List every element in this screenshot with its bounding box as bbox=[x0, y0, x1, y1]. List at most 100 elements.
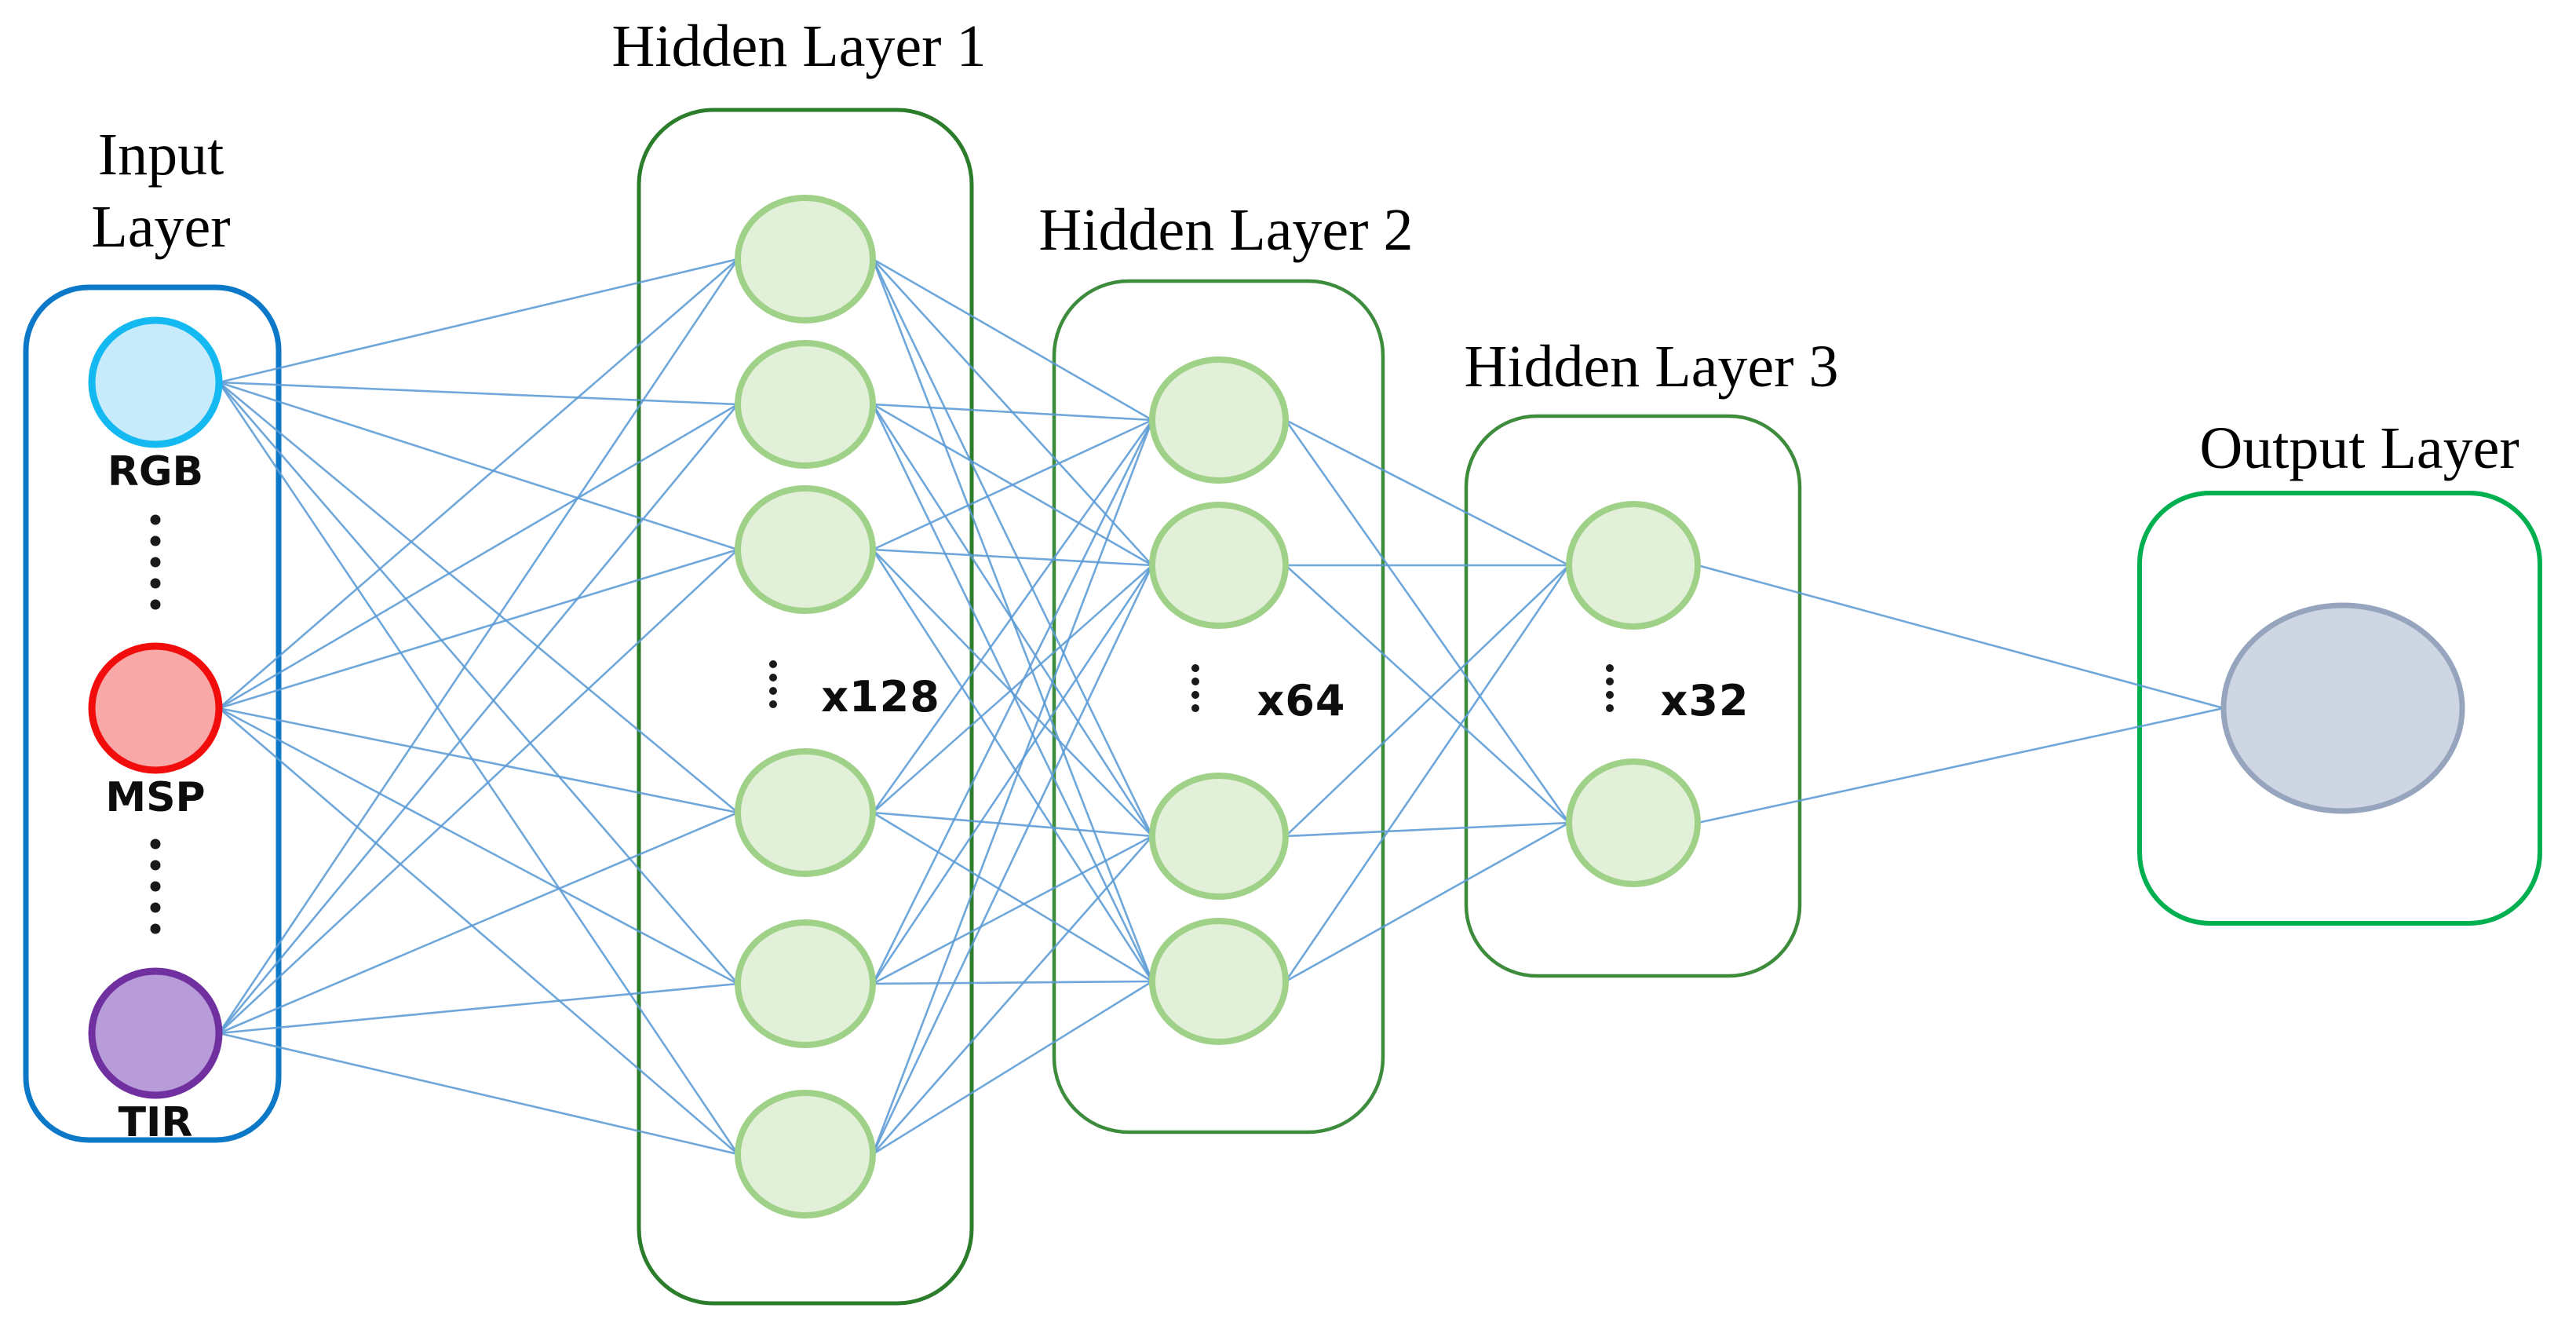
connection-line bbox=[1285, 565, 1570, 837]
layer-title-input-layer: Input bbox=[98, 122, 224, 188]
ellipsis-dot bbox=[150, 902, 161, 913]
connection-line bbox=[872, 980, 1153, 985]
ellipsis-dot bbox=[150, 578, 161, 589]
node-hidden-layer-3-1 bbox=[1566, 501, 1701, 630]
layer-hidden-layer-3: Hidden Layer 3 bbox=[1464, 334, 1839, 978]
connection-line bbox=[218, 382, 739, 985]
node-hidden-layer-1-3 bbox=[735, 485, 876, 614]
connection-line bbox=[218, 548, 739, 710]
connection-line bbox=[871, 549, 1154, 982]
connection-line bbox=[217, 382, 739, 1155]
ellipsis-dot bbox=[150, 860, 161, 871]
node-hidden-layer-1-5 bbox=[735, 919, 876, 1048]
layer-title-hidden-layer-1: Hidden Layer 1 bbox=[612, 13, 987, 79]
connection-line bbox=[872, 258, 1153, 422]
connection-line bbox=[871, 565, 1154, 985]
ellipsis-dot bbox=[769, 687, 777, 695]
ellipsis-dot bbox=[1191, 678, 1199, 685]
connection-line bbox=[872, 548, 1153, 567]
connection-line bbox=[1284, 419, 1571, 824]
connection-line bbox=[1285, 821, 1570, 983]
node-hidden-layer-3-2 bbox=[1566, 758, 1701, 887]
connection-line bbox=[218, 982, 739, 1035]
connection-line bbox=[217, 258, 739, 1034]
layer-box-hidden-layer-3 bbox=[1464, 414, 1802, 978]
connection-line bbox=[872, 549, 1153, 837]
ellipsis-dot bbox=[769, 700, 777, 708]
ellipsis-dot bbox=[1606, 678, 1614, 685]
ellipsis-dot bbox=[150, 599, 161, 610]
connection-line bbox=[871, 419, 1154, 813]
layer-output-layer: Output Layer bbox=[2137, 415, 2542, 926]
layer-hidden-layer-1: Hidden Layer 1 bbox=[612, 13, 987, 1306]
connection-line bbox=[1285, 565, 1570, 824]
node-hidden-layer-1-2 bbox=[735, 340, 876, 469]
node-tir bbox=[88, 967, 223, 1099]
connection-line bbox=[1284, 565, 1571, 982]
node-hidden-layer-1-4 bbox=[735, 748, 876, 877]
connection-line bbox=[872, 565, 1153, 813]
connection-line bbox=[218, 707, 739, 985]
ellipsis-dot bbox=[1191, 664, 1199, 672]
ellipsis-dot bbox=[150, 535, 161, 546]
connection-line bbox=[1285, 418, 1570, 567]
node-msp bbox=[88, 642, 223, 774]
connection-line bbox=[217, 404, 739, 1034]
node-label-tir: TIR bbox=[119, 1099, 193, 1146]
count-label-hidden-layer-1: x128 bbox=[821, 672, 940, 722]
connection-line bbox=[871, 404, 1154, 837]
layer-nodes-hidden-layer-1: x128 bbox=[735, 195, 940, 1219]
connection-line bbox=[871, 419, 1154, 1155]
connection-line bbox=[871, 419, 1154, 985]
node-hidden-layer-1-1 bbox=[735, 195, 876, 323]
connection-line bbox=[218, 381, 739, 406]
connection-line bbox=[872, 835, 1153, 1155]
layer-title-hidden-layer-2: Hidden Layer 2 bbox=[1039, 197, 1414, 263]
layer-nodes-output-layer bbox=[2220, 602, 2465, 814]
ellipsis-dot bbox=[769, 674, 777, 681]
ellipsis-dot bbox=[150, 514, 161, 525]
ellipsis-dot bbox=[1606, 691, 1614, 699]
connection-line bbox=[218, 707, 739, 1155]
layer-box-hidden-layer-2 bbox=[1052, 279, 1385, 1135]
connection-line bbox=[872, 403, 1153, 422]
ellipsis-dot bbox=[1606, 704, 1614, 712]
ellipsis-dot bbox=[150, 839, 161, 850]
node-hidden-layer-2-4 bbox=[1149, 918, 1289, 1045]
connections bbox=[217, 258, 2224, 1156]
ellipsis-dot bbox=[150, 881, 161, 892]
layer-title-hidden-layer-3: Hidden Layer 3 bbox=[1465, 334, 1839, 400]
connection-line bbox=[871, 258, 1154, 837]
connection-line bbox=[1697, 707, 2224, 824]
connection-line bbox=[218, 258, 739, 384]
connection-line bbox=[218, 549, 739, 1034]
layer-nodes-hidden-layer-2: x64 bbox=[1149, 356, 1346, 1045]
layer-box-output-layer bbox=[2137, 491, 2542, 926]
connection-line bbox=[872, 835, 1153, 985]
layer-title-output-layer: Output Layer bbox=[2199, 415, 2519, 481]
connection-line bbox=[218, 258, 739, 709]
connection-line bbox=[218, 381, 739, 814]
ellipsis-dot bbox=[150, 923, 161, 934]
connection-line bbox=[1285, 821, 1570, 838]
node-output-layer-1 bbox=[2220, 602, 2465, 814]
layer-title-input-layer: Layer bbox=[91, 194, 230, 260]
connection-line bbox=[872, 811, 1153, 838]
connection-line bbox=[218, 381, 739, 551]
ellipsis-dot bbox=[150, 557, 161, 568]
node-hidden-layer-1-6 bbox=[735, 1090, 876, 1219]
ellipsis-dot bbox=[1191, 691, 1199, 699]
node-hidden-layer-2-3 bbox=[1149, 773, 1289, 900]
layer-nodes-hidden-layer-3: x32 bbox=[1566, 501, 1748, 887]
count-label-hidden-layer-2: x64 bbox=[1257, 676, 1346, 725]
layer-box-hidden-layer-1 bbox=[637, 108, 974, 1306]
node-hidden-layer-2-1 bbox=[1149, 356, 1289, 484]
connection-line bbox=[871, 565, 1154, 1155]
connection-line bbox=[872, 418, 1153, 551]
ellipsis-dot bbox=[1191, 704, 1199, 712]
node-hidden-layer-2-2 bbox=[1149, 502, 1289, 629]
